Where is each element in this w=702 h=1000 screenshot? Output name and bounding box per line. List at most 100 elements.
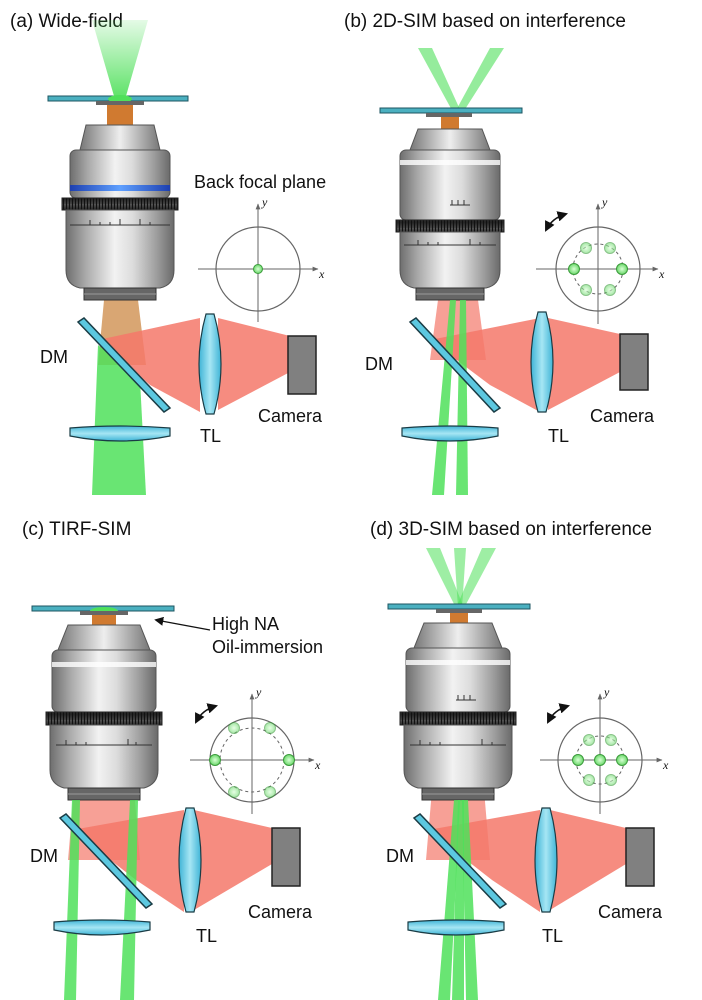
panel-a: (a) Wide-field: [10, 11, 326, 495]
tl-label: TL: [548, 426, 569, 446]
excitation-beam-bottom-left: [64, 800, 80, 1000]
camera-label: Camera: [590, 406, 655, 426]
rotation-arrow: [545, 211, 569, 232]
bfp-circle: [557, 717, 643, 803]
rotation-arrow: [547, 703, 571, 724]
excitation-beam-bottom: [92, 345, 146, 495]
bfp-spot: [228, 722, 240, 734]
dm-label: DM: [386, 846, 414, 866]
bfp-spot: [616, 263, 628, 275]
bfp-spot: [604, 284, 616, 296]
camera: [625, 827, 655, 887]
sample-slide: [379, 107, 523, 114]
axis-y-label: y: [601, 195, 608, 209]
emission-beam-tl-camera: [194, 810, 272, 910]
bfp-spot: [264, 722, 276, 734]
emission-beam-tl-camera: [218, 318, 290, 410]
coverslip-holder: [96, 101, 144, 105]
bfp-spot: [580, 242, 592, 254]
dm-label: DM: [30, 846, 58, 866]
axis-y-label: y: [603, 685, 610, 699]
coverslip-holder: [426, 113, 472, 117]
bfp-spot: [583, 734, 595, 746]
bfp-spot: [568, 263, 580, 275]
dichroic-mirror: [76, 317, 172, 413]
excitation-lens: [407, 919, 505, 936]
coverslip-holder: [80, 611, 128, 615]
bfp-spot: [604, 242, 616, 254]
emission-beam: [430, 318, 540, 412]
excitation-beam-right: [456, 548, 496, 608]
panel-d-title: (d) 3D-SIM based on interference: [370, 519, 652, 540]
rotation-arrow: [195, 703, 219, 724]
objective: [45, 624, 163, 801]
excitation-beam-left: [426, 548, 464, 608]
bfp-spot: [253, 264, 263, 274]
emission-beam: [98, 318, 200, 412]
bfp-label: Back focal plane: [194, 172, 326, 192]
dichroic-mirror: [412, 813, 508, 909]
camera: [271, 827, 301, 887]
back-focal-plane-diagram: x y: [190, 685, 321, 814]
panel-b-title: (b) 2D-SIM based on interference: [344, 11, 626, 32]
dm-label: DM: [365, 354, 393, 374]
objective: [395, 128, 505, 301]
dichroic-mirror: [408, 317, 502, 413]
back-focal-plane-diagram: x y: [540, 685, 669, 814]
immersion-medium: [441, 117, 459, 129]
annotation-arrow: [154, 616, 211, 631]
tl-label: TL: [200, 426, 221, 446]
immersion-medium: [107, 105, 133, 125]
camera-label: Camera: [258, 406, 323, 426]
panel-d: (d) 3D-SIM based on interference: [370, 519, 669, 1000]
excitation-beam-bottom-center: [452, 800, 464, 1000]
dichroic-mirror: [58, 813, 154, 909]
emission-beam-tl-camera: [548, 318, 620, 410]
tl-label: TL: [542, 926, 563, 946]
camera-label: Camera: [248, 902, 313, 922]
annotation-oil-immersion: Oil-immersion: [212, 637, 323, 657]
excitation-beam-left: [418, 48, 462, 114]
bfp-spot: [605, 734, 617, 746]
bfp-circle: [555, 226, 641, 312]
panel-b: (b) 2D-SIM based on interference: [344, 11, 665, 495]
excitation-beam-bottom-right: [456, 300, 468, 495]
bfp-circle: [215, 226, 301, 312]
dm-label: DM: [40, 347, 68, 367]
back-focal-plane-diagram: x y: [198, 195, 325, 322]
immersion-medium: [92, 615, 116, 625]
bfp-spot: [283, 754, 295, 766]
axis-y-label: y: [261, 195, 268, 209]
panel-c: (c) TIRF-SIM: [22, 519, 323, 1000]
camera: [619, 333, 649, 391]
excitation-lens: [401, 425, 499, 442]
excitation-lens: [69, 425, 171, 442]
objective: [61, 124, 179, 301]
bfp-spot: [580, 284, 592, 296]
immersion-medium: [450, 613, 468, 623]
tube-lens: [530, 311, 554, 413]
axis-y-label: y: [255, 685, 262, 699]
axis-x-label: x: [662, 758, 669, 772]
panel-c-title: (c) TIRF-SIM: [22, 519, 131, 540]
bfp-spot: [264, 786, 276, 798]
tl-label: TL: [196, 926, 217, 946]
camera-label: Camera: [598, 902, 663, 922]
bfp-spot: [605, 774, 617, 786]
objective: [399, 622, 517, 801]
bfp-spot: [583, 774, 595, 786]
tube-lens: [534, 807, 558, 913]
camera: [287, 335, 317, 395]
bfp-spot: [228, 786, 240, 798]
excitation-beam-bottom-left: [432, 300, 456, 495]
coverslip-holder: [436, 609, 482, 613]
annotation-high-na: High NA: [212, 614, 279, 634]
sample-slide: [387, 603, 531, 610]
axis-x-label: x: [318, 267, 325, 281]
bfp-spot: [616, 754, 628, 766]
bfp-spot: [594, 754, 606, 766]
bfp-spot: [209, 754, 221, 766]
excitation-beam-right: [454, 48, 504, 114]
bfp-spot: [572, 754, 584, 766]
